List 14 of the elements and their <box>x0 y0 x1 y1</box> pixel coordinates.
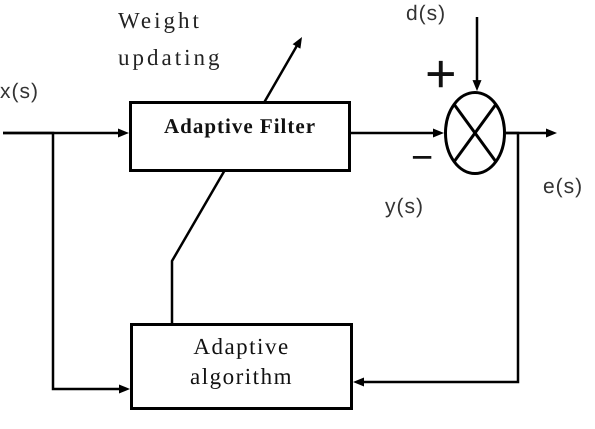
plus-sign: + <box>425 47 457 101</box>
process-block: Adaptive Filter <box>129 101 351 172</box>
signal-label: e(s) <box>543 175 584 199</box>
edge-label: Weight updating <box>118 7 224 72</box>
signal-label: x(s) <box>0 80 39 104</box>
arrow <box>353 132 520 386</box>
signal-label: y(s) <box>385 195 424 219</box>
arrow <box>351 128 444 138</box>
signal-label: d(s) <box>406 2 446 26</box>
summing-junction <box>444 91 506 175</box>
arrow <box>3 132 130 394</box>
arrow <box>472 17 482 92</box>
minus-sign: − <box>411 139 434 177</box>
process-block: Adaptive algorithm <box>130 323 353 410</box>
